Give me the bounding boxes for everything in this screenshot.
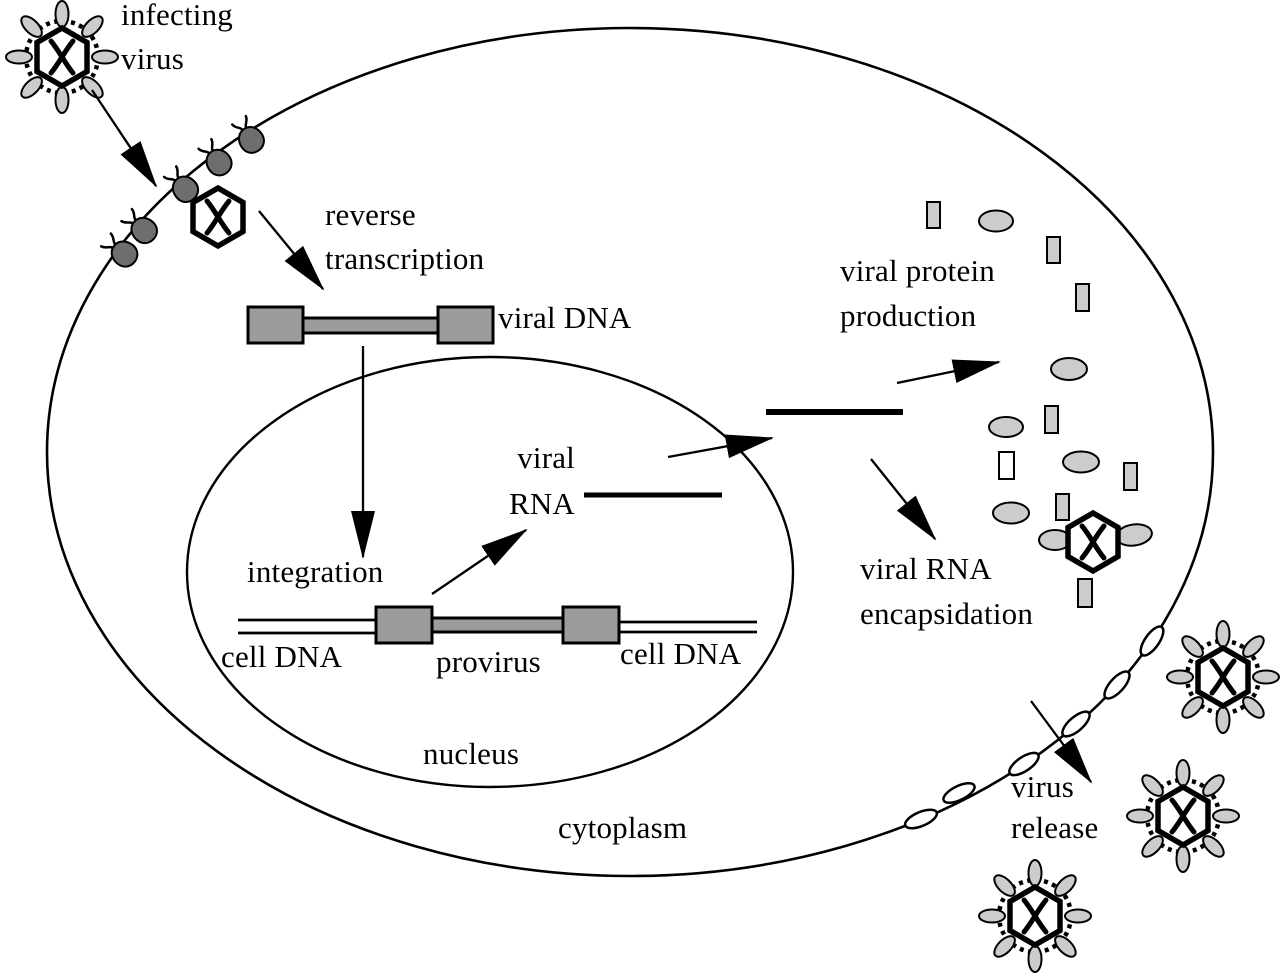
protein-rect-icon <box>1044 405 1059 434</box>
membrane-protein-icon <box>1135 621 1169 661</box>
protein-rect-icon <box>1055 493 1070 521</box>
viral-dna-ltr-right <box>436 305 495 345</box>
arrow-protein-production <box>896 359 1001 385</box>
label-viral-rna-nucleus: viral RNA <box>508 440 575 521</box>
label-integration: integration <box>247 554 384 589</box>
arrows <box>91 89 1093 784</box>
label-viral-dna: viral DNA <box>498 300 632 335</box>
provirus-bar <box>424 616 570 634</box>
arrow-reverse-transcription <box>258 210 325 291</box>
viral-dna-ltr-left <box>246 305 305 345</box>
label-viral-protein-production: viral protein production <box>840 253 995 333</box>
protein-ellipse-icon <box>978 209 1014 233</box>
released-virus-icon <box>1167 621 1279 733</box>
label-nucleus: nucleus <box>423 736 520 771</box>
protein-rect-icon <box>1077 578 1093 608</box>
membrane-protein-icon <box>1099 666 1135 704</box>
label-cell-dna-left: cell DNA <box>221 639 343 674</box>
protein-rect-icon <box>1123 462 1138 491</box>
label-cell-dna-right: cell DNA <box>620 636 742 671</box>
arrow-encapsidation <box>870 458 937 541</box>
viral-dna-icon <box>246 305 495 345</box>
released-virus-icon <box>1127 760 1239 872</box>
membrane-protein-icon <box>901 804 941 834</box>
protein-rect-icon <box>1075 283 1090 312</box>
cell-dna-strands <box>238 618 757 635</box>
label-cytoplasm: cytoplasm <box>558 810 688 845</box>
protein-ellipse-icon <box>1062 450 1100 474</box>
protein-rect-icon <box>926 201 941 229</box>
nucleus-membrane <box>185 355 795 789</box>
entered-capsid-icon <box>193 188 243 246</box>
cell-membrane <box>45 26 1215 878</box>
protein-ellipse-icon <box>988 416 1024 438</box>
protein-ellipse-icon <box>992 501 1030 525</box>
protein-ellipse-icon <box>1050 357 1088 381</box>
viral-proteins <box>926 201 1138 608</box>
released-virus-icon <box>979 860 1091 972</box>
viral-dna-bar <box>294 316 446 335</box>
protein-rect-white-icon <box>998 451 1015 480</box>
receptor-icon <box>227 112 270 159</box>
encapsidating-virus-icon <box>1038 513 1153 571</box>
label-viral-rna-encapsidation: viral RNA encapsidation <box>860 551 1034 631</box>
arrow-transcription-to-rna <box>431 528 528 595</box>
label-provirus: provirus <box>436 644 541 679</box>
protein-rect-icon <box>1046 236 1061 264</box>
provirus-ltr-right <box>561 605 621 645</box>
label-reverse-transcription: reverse transcription <box>325 197 485 276</box>
arrow-virus-release <box>1030 700 1093 784</box>
infecting-virus-icon <box>6 1 118 113</box>
label-virus-release: virus release <box>1011 769 1099 845</box>
arrow-rna-export <box>667 434 774 459</box>
provirus-icon <box>238 605 757 645</box>
arrow-virus-entry <box>91 89 158 188</box>
provirus-ltr-left <box>374 605 434 645</box>
label-infecting-virus: infecting virus <box>121 0 233 76</box>
membrane-protein-icon <box>1057 706 1095 742</box>
